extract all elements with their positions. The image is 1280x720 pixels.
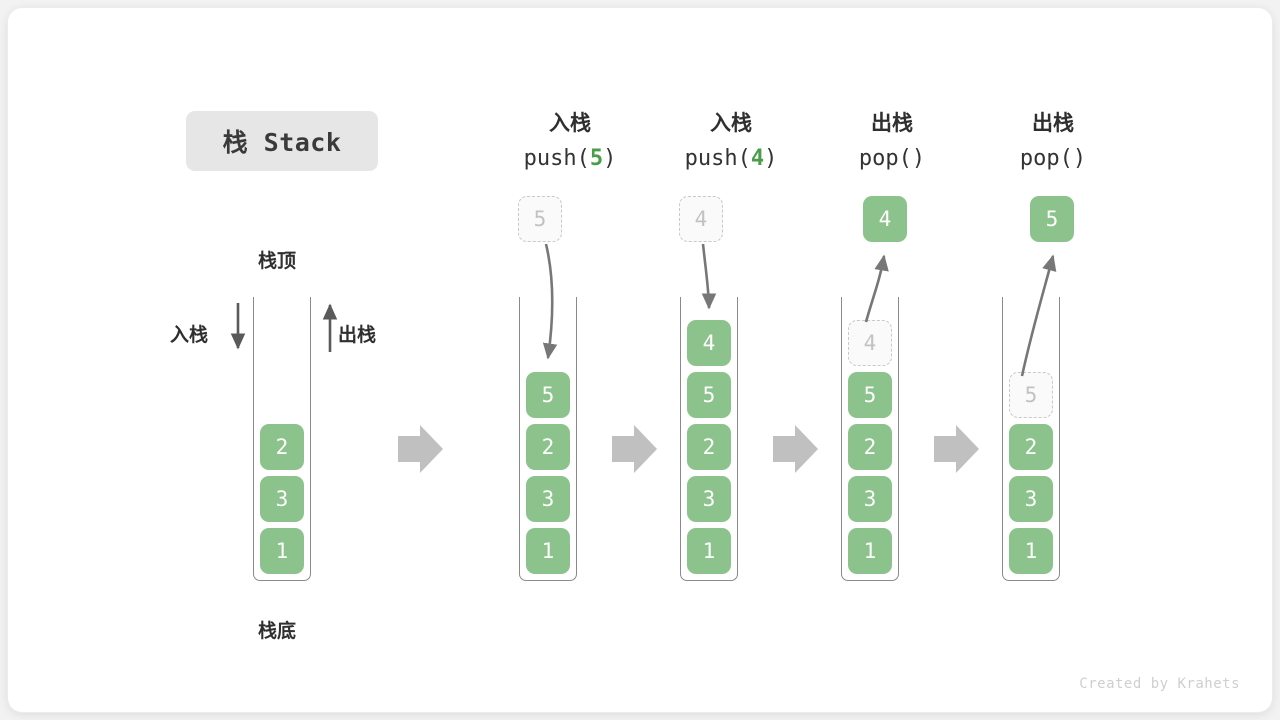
- ghost-cell-incoming: 5: [518, 196, 562, 242]
- stack-container-1: [519, 297, 577, 581]
- stack-container-2: [680, 297, 738, 581]
- stack-cell: 1: [260, 528, 304, 574]
- code-prefix: push(: [523, 146, 590, 171]
- stack-cell: 2: [687, 424, 731, 470]
- stack-cell: 1: [526, 528, 570, 574]
- caption-code: pop(): [953, 141, 1153, 177]
- stack-container-0: [253, 297, 311, 581]
- label-stack-bottom: 栈底: [258, 620, 297, 642]
- stack-cell: 3: [260, 476, 304, 522]
- code-prefix: push(: [684, 146, 751, 171]
- code-suffix: ): [764, 146, 778, 171]
- code-suffix: ): [1072, 146, 1087, 171]
- stack-cell: 1: [1009, 528, 1053, 574]
- stack-cell: 5: [526, 372, 570, 418]
- code-suffix: ): [911, 146, 926, 171]
- stack-cell: 1: [848, 528, 892, 574]
- stack-cell: 3: [687, 476, 731, 522]
- caption-code: push(5): [470, 141, 670, 177]
- caption-cn: 出栈: [1032, 111, 1074, 135]
- stack-cell: 2: [1009, 424, 1053, 470]
- stack-cell: 2: [260, 424, 304, 470]
- caption-pop-1: 出栈 pop(): [792, 105, 992, 177]
- label-pop-left: 出栈: [338, 324, 377, 346]
- stack-cell: 3: [526, 476, 570, 522]
- stack-cell: 2: [526, 424, 570, 470]
- stack-cell: 1: [687, 528, 731, 574]
- stack-cell: 2: [848, 424, 892, 470]
- stack-cell: 5: [848, 372, 892, 418]
- label-push-left: 入栈: [170, 324, 209, 346]
- ghost-cell-removed: 5: [1009, 372, 1053, 418]
- stack-cell: 3: [1009, 476, 1053, 522]
- caption-push-5: 入栈 push(5): [470, 105, 670, 177]
- code-arg: 5: [589, 146, 604, 171]
- popped-cell: 5: [1030, 196, 1074, 242]
- stack-container-4: [1002, 297, 1060, 581]
- credit-text: Created by Krahets: [1079, 676, 1240, 692]
- caption-cn: 入栈: [549, 111, 591, 135]
- code-suffix: ): [603, 146, 617, 171]
- caption-push-4: 入栈 push(4): [631, 105, 831, 177]
- caption-cn: 入栈: [710, 111, 752, 135]
- stack-cell: 5: [687, 372, 731, 418]
- caption-pop-2: 出栈 pop(): [953, 105, 1153, 177]
- stack-cell: 4: [687, 320, 731, 366]
- caption-cn: 出栈: [871, 111, 913, 135]
- caption-code: pop(): [792, 141, 992, 177]
- stack-container-3: [841, 297, 899, 581]
- page-title: 栈 Stack: [186, 111, 378, 171]
- code-arg: 4: [750, 146, 765, 171]
- label-stack-top: 栈顶: [258, 250, 297, 272]
- caption-code: push(4): [631, 141, 831, 177]
- code-prefix: pop(: [858, 146, 912, 171]
- stack-cell: 3: [848, 476, 892, 522]
- ghost-cell-incoming: 4: [679, 196, 723, 242]
- ghost-cell-removed: 4: [848, 320, 892, 366]
- popped-cell: 4: [863, 196, 907, 242]
- code-prefix: pop(: [1019, 146, 1073, 171]
